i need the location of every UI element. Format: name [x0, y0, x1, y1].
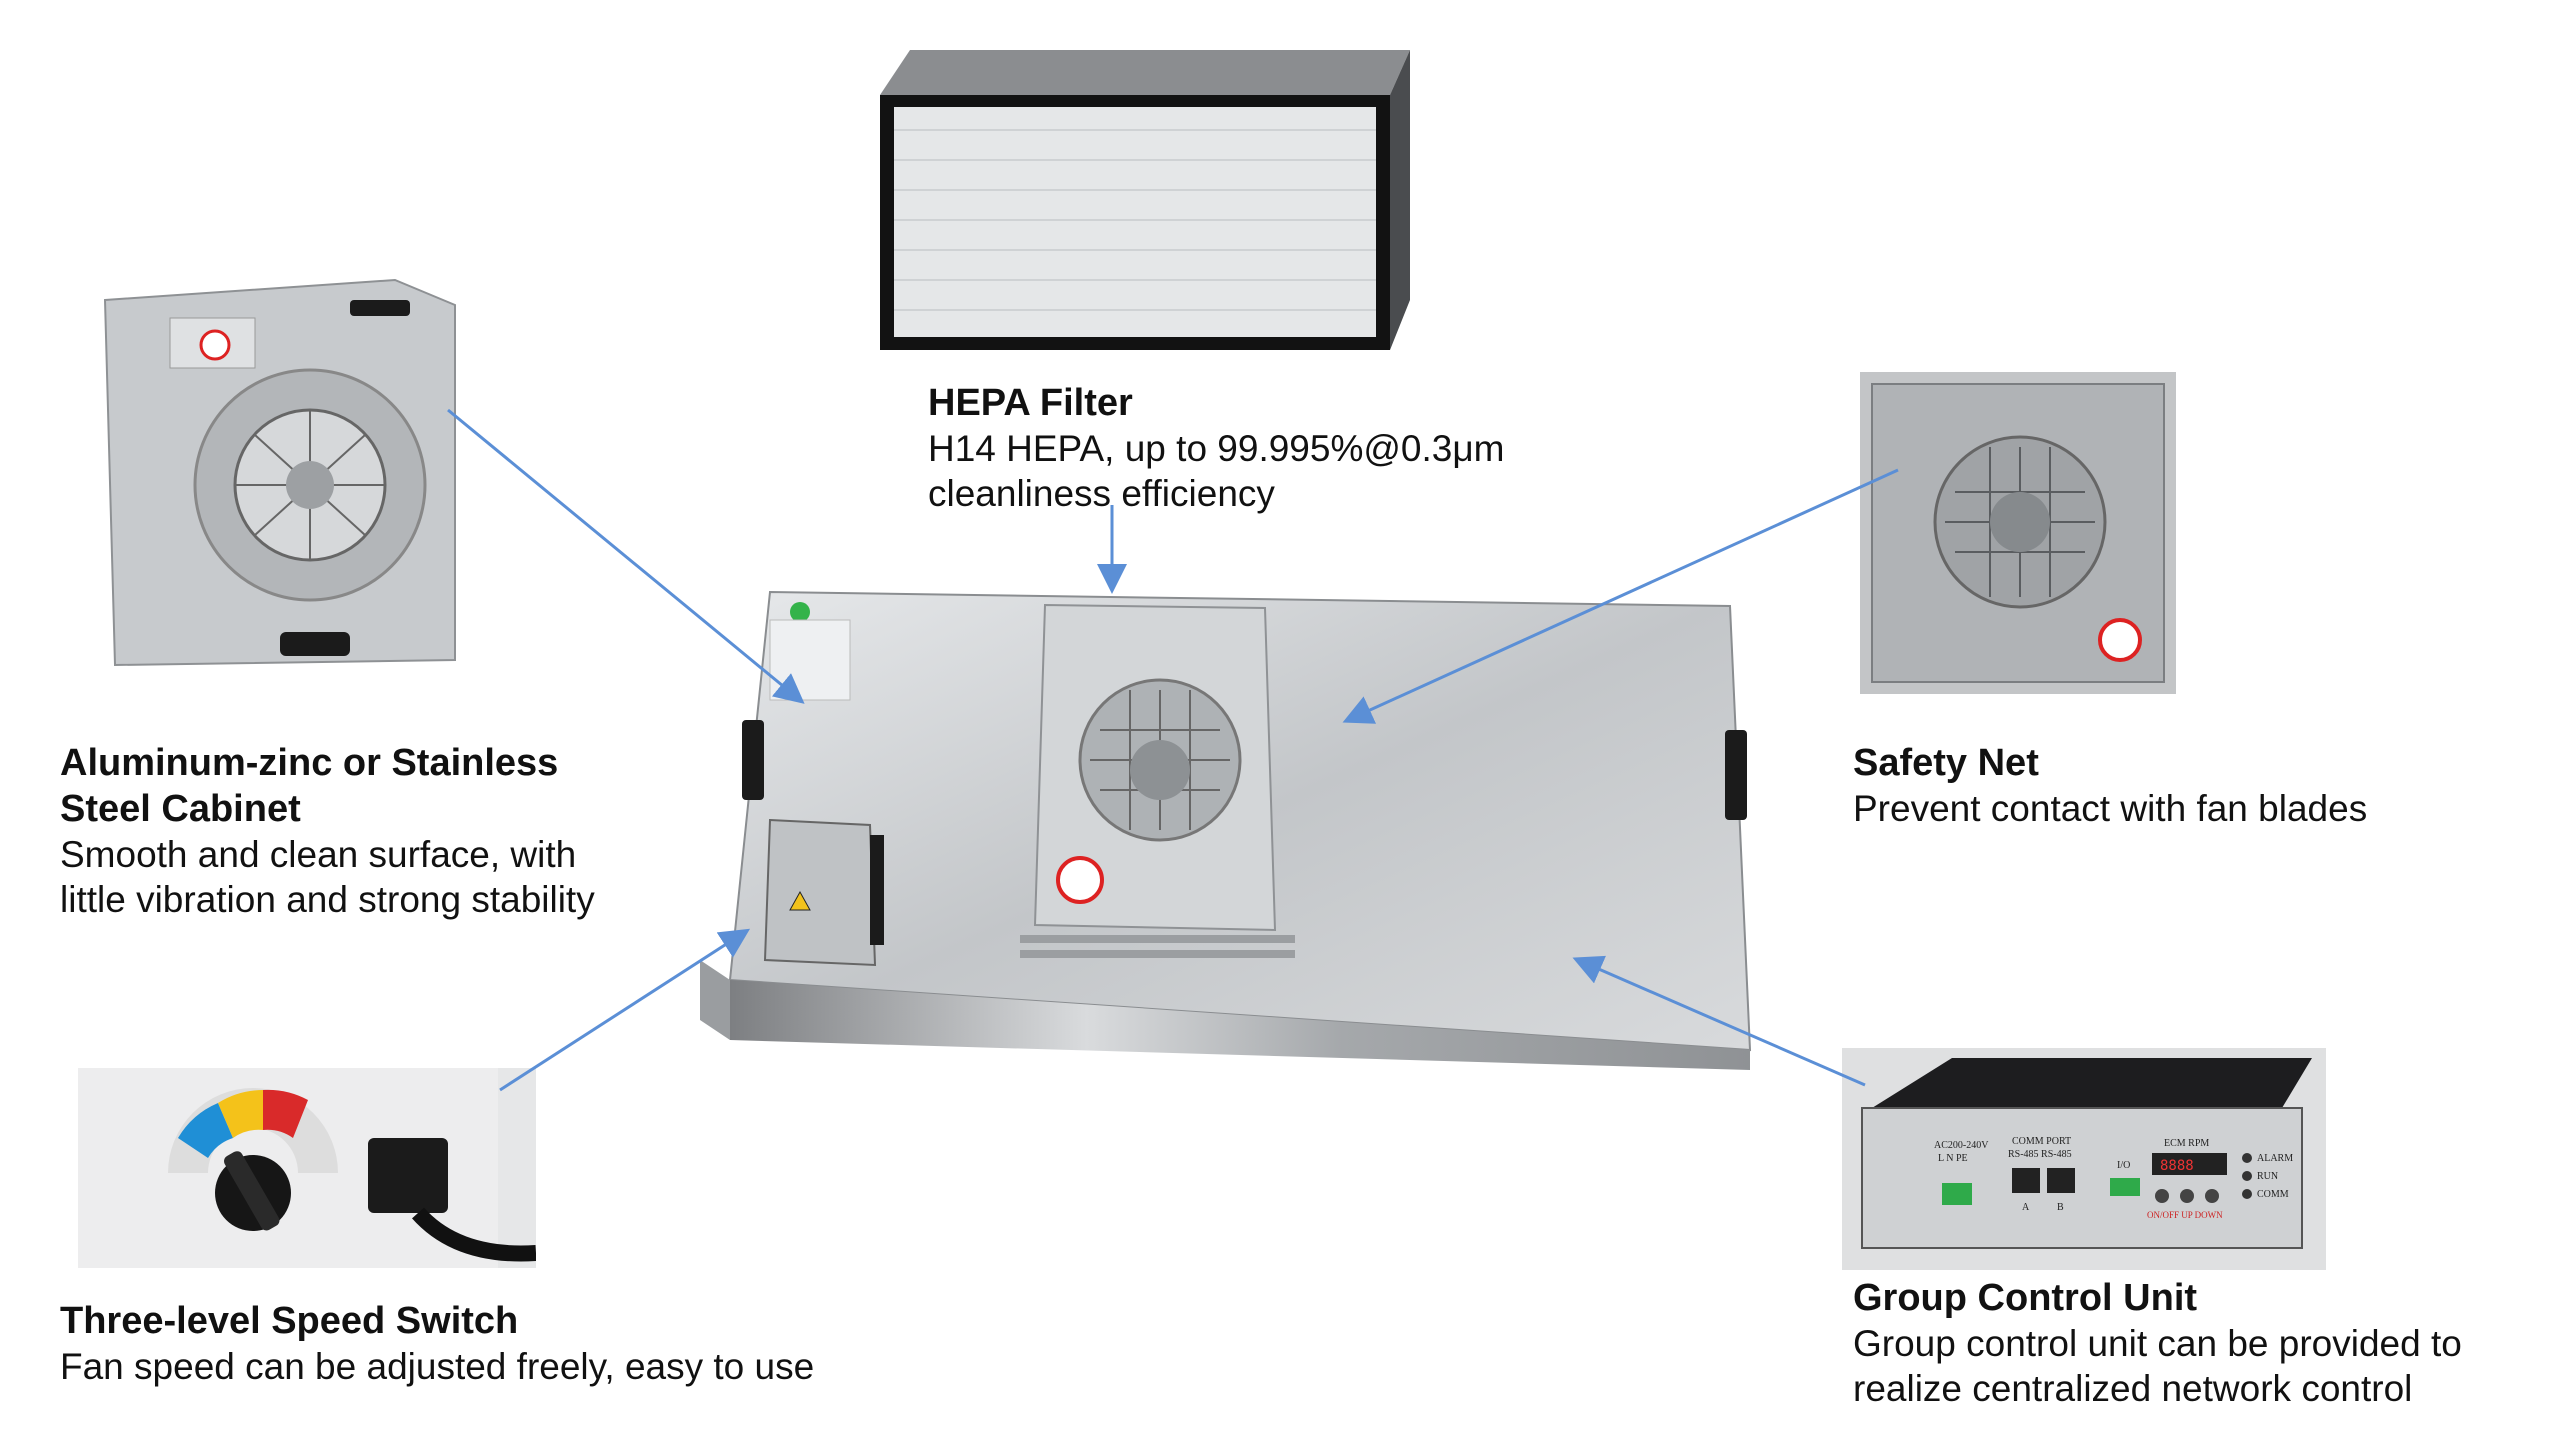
callout-group-line-2: realize centralized network control: [1853, 1368, 2413, 1409]
callout-speed: Three-level Speed Switch Fan speed can b…: [60, 1298, 814, 1389]
callout-safety-title: Safety Net: [1853, 742, 2039, 784]
cp-comm-sub: RS-485 RS-485: [2008, 1149, 2072, 1160]
cp-port-a: A: [2022, 1202, 2030, 1213]
cp-port-b: B: [2057, 1202, 2064, 1213]
cp-power-label: AC200-240V: [1934, 1140, 1989, 1151]
callout-hepa: HEPA Filter H14 HEPA, up to 99.995%@0.3μ…: [928, 380, 1505, 516]
callout-cabinet: Aluminum-zinc or Stainless Steel Cabinet…: [60, 740, 595, 922]
cp-comm-led-label: COMM: [2257, 1189, 2289, 1200]
arrow-speed: [499, 928, 751, 1092]
callout-safety-line-1: Prevent contact with fan blades: [1853, 788, 2368, 829]
cabinet-image: [95, 270, 465, 670]
callout-cabinet-title-2: Steel Cabinet: [60, 788, 301, 830]
cp-buttons-label: ON/OFF UP DOWN: [2147, 1210, 2223, 1220]
callout-cabinet-line-1: Smooth and clean surface, with: [60, 834, 577, 875]
callout-hepa-title: HEPA Filter: [928, 382, 1133, 424]
ffu-main-image: [690, 580, 1770, 1080]
callout-safety: Safety Net Prevent contact with fan blad…: [1853, 740, 2367, 831]
callout-group-line-1: Group control unit can be provided to: [1853, 1323, 2462, 1364]
callout-group: Group Control Unit Group control unit ca…: [1853, 1275, 2462, 1411]
speed-switch-image: [78, 1068, 536, 1268]
callout-speed-title: Three-level Speed Switch: [60, 1300, 519, 1342]
arrow-cabinet: [447, 408, 805, 704]
cp-power-pins: L N PE: [1938, 1153, 1968, 1164]
callout-group-title: Group Control Unit: [1853, 1277, 2198, 1319]
callout-speed-line-1: Fan speed can be adjusted freely, easy t…: [60, 1346, 815, 1387]
cp-io-label: I/O: [2117, 1160, 2130, 1171]
group-control-unit-image: AC200-240V L N PE COMM PORT RS-485 RS-48…: [1842, 1048, 2326, 1270]
callout-hepa-line-1: H14 HEPA, up to 99.995%@0.3μm: [928, 428, 1505, 469]
callout-cabinet-line-2: little vibration and strong stability: [60, 879, 595, 920]
callout-hepa-line-2: cleanliness efficiency: [928, 473, 1275, 514]
arrow-group: [1572, 955, 1866, 1087]
safety-net-image: [1860, 372, 2176, 694]
callout-cabinet-title-1: Aluminum-zinc or Stainless: [60, 742, 559, 784]
cp-rpm-display: 8888: [2160, 1158, 2194, 1174]
cp-alarm-label: ALARM: [2257, 1153, 2293, 1164]
hepa-filter-image: [870, 40, 1430, 360]
cp-ecm-label: ECM RPM: [2164, 1138, 2209, 1149]
cp-run-label: RUN: [2257, 1171, 2278, 1182]
cp-comm-label: COMM PORT: [2012, 1136, 2071, 1147]
arrow-safety: [1342, 468, 1899, 724]
